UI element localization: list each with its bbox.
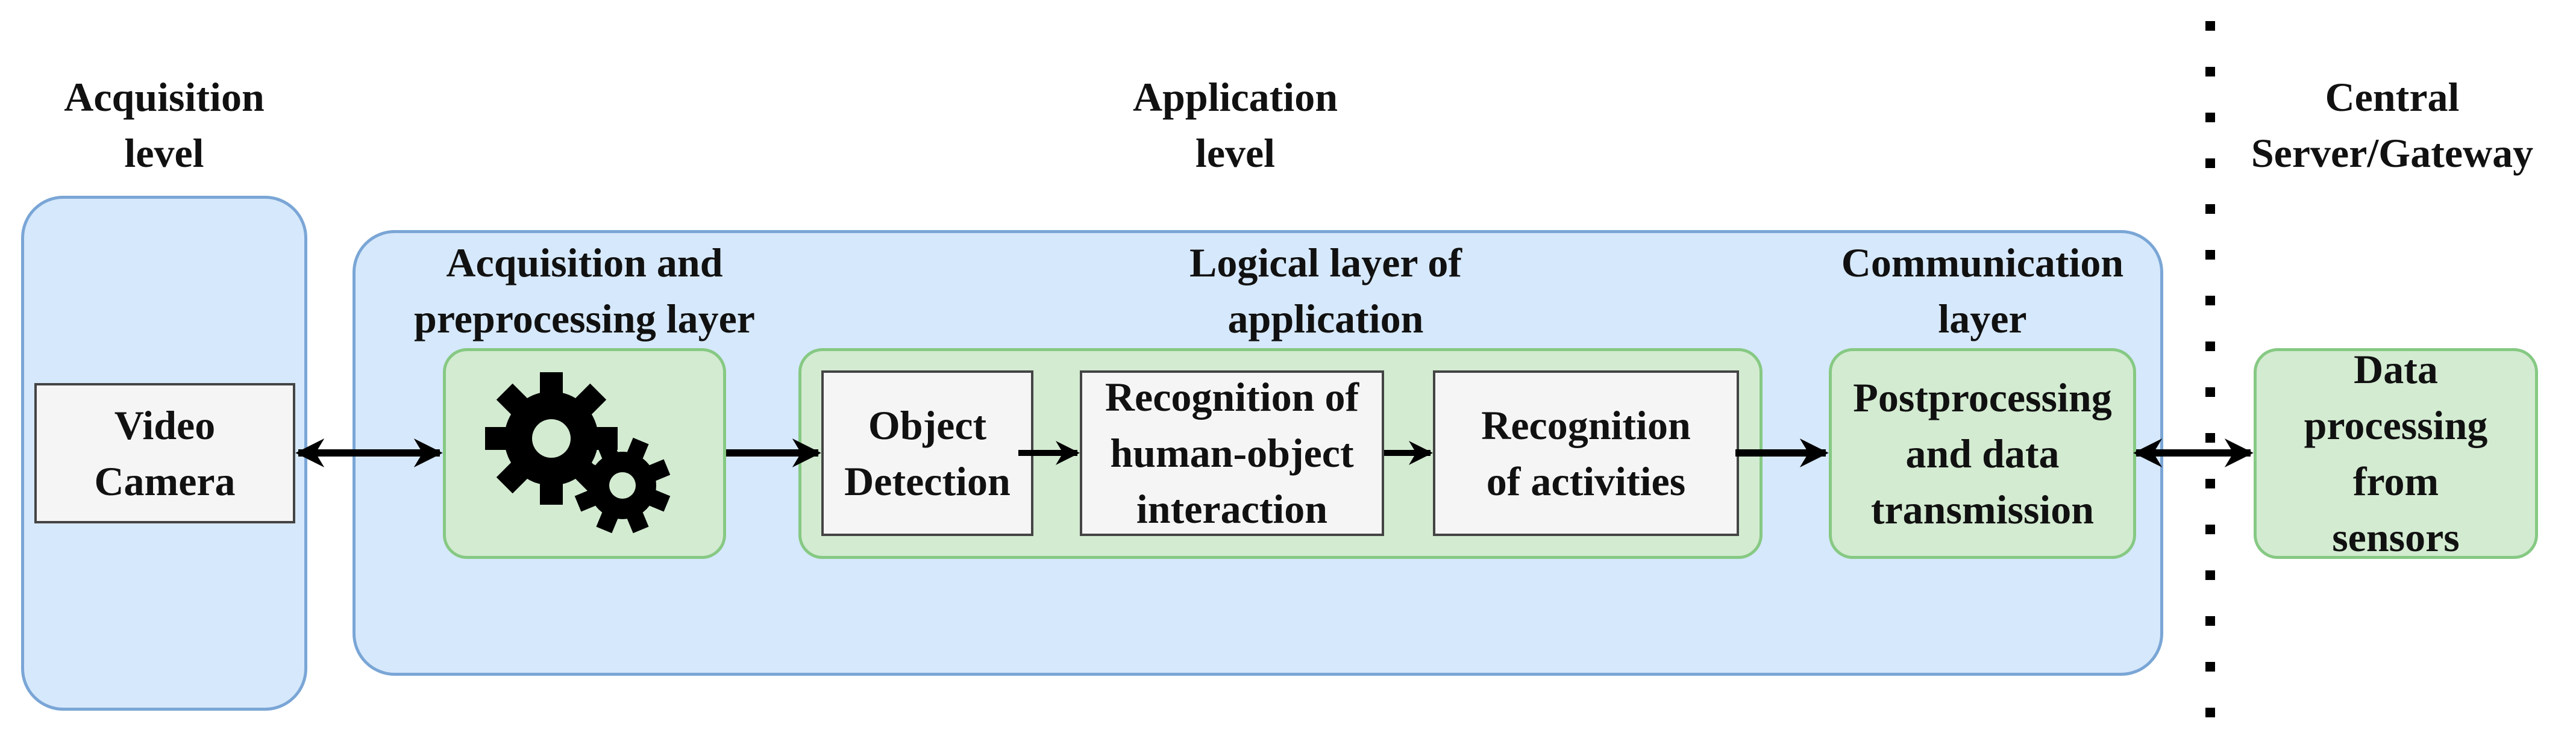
- object-detection-label: Object Detection: [844, 402, 1011, 504]
- data-processing-module: Data processing from sensors: [2254, 346, 2538, 560]
- communication-layer-title: Communication layer: [1841, 240, 2124, 341]
- video-camera-label: Video Camera: [94, 402, 236, 504]
- video-camera-box: Video Camera: [34, 383, 295, 523]
- object-detection-box: Object Detection: [821, 370, 1033, 536]
- acquisition-level-header: Acquisition level: [64, 74, 265, 176]
- logical-layer-title: Logical layer of application: [1189, 240, 1462, 341]
- human-object-interaction-label: Recognition of human-object interaction: [1105, 374, 1359, 532]
- preprocessing-module: [443, 348, 726, 559]
- recognition-of-activities-box: Recognition of activities: [1433, 370, 1739, 536]
- human-object-interaction-box: Recognition of human-object interaction: [1080, 370, 1384, 536]
- application-level-header: Application level: [1132, 74, 1338, 176]
- central-server-header: Central Server/Gateway: [2251, 74, 2534, 176]
- data-processing-label: Data processing from sensors: [2304, 346, 2488, 560]
- acquisition-preprocessing-layer-title: Acquisition and preprocessing layer: [414, 240, 755, 341]
- recognition-of-activities-label: Recognition of activities: [1481, 402, 1691, 504]
- postprocessing-label: Postprocessing and data transmission: [1853, 374, 2112, 532]
- postprocessing-module: Postprocessing and data transmission: [1829, 348, 2136, 559]
- gears-icon: [485, 372, 671, 534]
